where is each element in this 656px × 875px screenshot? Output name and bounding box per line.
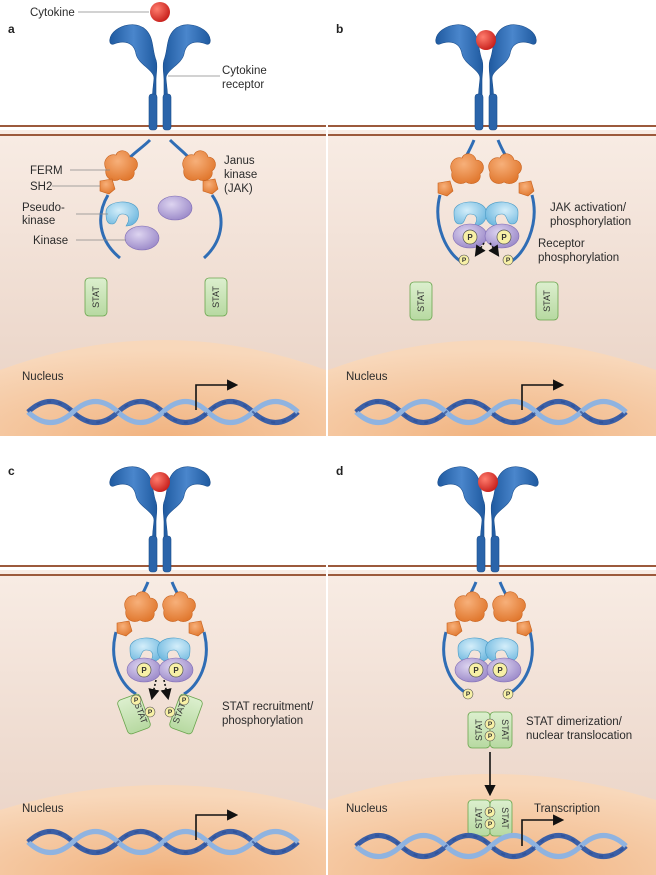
svg-text:P: P [488,733,493,740]
receptor-pair [109,24,211,131]
svg-text:P: P [467,233,473,242]
svg-text:P: P [488,821,493,828]
svg-text:P: P [168,709,173,716]
jak-activation-label-1: JAK activation/ [550,202,627,214]
svg-text:P: P [497,666,503,675]
panel-d: d P P P P STAT STAT [328,464,656,875]
svg-text:P: P [501,233,507,242]
stat-recruited: STAT [169,693,203,735]
svg-text:STAT: STAT [500,807,510,829]
receptor-pair [109,466,211,573]
panel-c: c P P STAT STAT P P [0,464,326,875]
svg-text:P: P [488,721,493,728]
kinase-label: Kinase [33,235,68,247]
svg-text:P: P [462,257,467,264]
panel-letter: d [336,464,343,478]
nucleus-label: Nucleus [22,371,64,383]
receptor-label-1: Cytokine [222,65,267,77]
stat-recruitment-label-2: phosphorylation [222,715,303,727]
nucleus-label: Nucleus [346,803,388,815]
cytokine-ball [150,2,170,22]
receptor-phospho-label-2: phosphorylation [538,252,619,264]
svg-text:P: P [473,666,479,675]
svg-text:STAT: STAT [474,807,484,829]
stat-monomer: STAT [535,281,559,321]
receptor-pair [435,24,537,131]
stat-dimer-nuclear: STAT STAT P P [467,799,513,837]
svg-text:P: P [182,697,187,704]
stat-dimerization-label-1: STAT dimerization/ [526,716,623,728]
svg-text:P: P [134,697,139,704]
stat-monomer: STAT [409,281,433,321]
nucleus-shape [0,340,326,440]
svg-text:P: P [506,257,511,264]
transcription-start-arrow [195,379,239,410]
svg-text:STAT: STAT [474,719,484,741]
pseudokinase-label-2: kinase [22,215,55,227]
panel-letter: c [8,464,15,478]
receptor-phospho-label-1: Receptor [538,238,585,250]
receptor-label-2: receptor [222,79,264,91]
jak-label-3: (JAK) [224,183,253,195]
stat-dimer: STAT STAT P P [467,711,513,749]
stat-recruitment-label-1: STAT recruitment/ [222,701,314,713]
sh2-label: SH2 [30,181,52,193]
stat-monomer: STAT [84,277,108,317]
panel-a: a Cytokine Cytokine receptor FERM SH2 Ps… [0,2,596,440]
svg-text:P: P [506,691,511,698]
svg-text:P: P [466,691,471,698]
receptor-pair [437,466,539,573]
svg-text:STAT: STAT [542,290,552,312]
cytokine-label: Cytokine [30,7,75,19]
svg-text:P: P [488,809,493,816]
svg-text:P: P [148,709,153,716]
jak-label-2: kinase [224,169,257,181]
ferm-label: FERM [30,165,63,177]
svg-text:P: P [141,666,147,675]
panel-letter: a [8,22,15,36]
nucleus-label: Nucleus [22,803,64,815]
stat-dimerization-label-2: nuclear translocation [526,730,632,742]
svg-text:STAT: STAT [500,719,510,741]
svg-text:P: P [173,666,179,675]
svg-text:STAT: STAT [416,290,426,312]
svg-text:STAT: STAT [211,286,221,308]
stat-monomer: STAT [204,277,228,317]
jak-label-1: Janus [224,155,255,167]
transcription-label: Transcription [534,803,600,815]
nucleus-label: Nucleus [346,371,388,383]
jak-activation-label-2: phosphorylation [550,216,631,228]
pseudokinase-label-1: Pseudo- [22,202,65,214]
svg-text:STAT: STAT [91,286,101,308]
panel-b: b P P P P JAK activation/ phosphorylatio… [328,22,656,440]
panel-letter: b [336,22,343,36]
